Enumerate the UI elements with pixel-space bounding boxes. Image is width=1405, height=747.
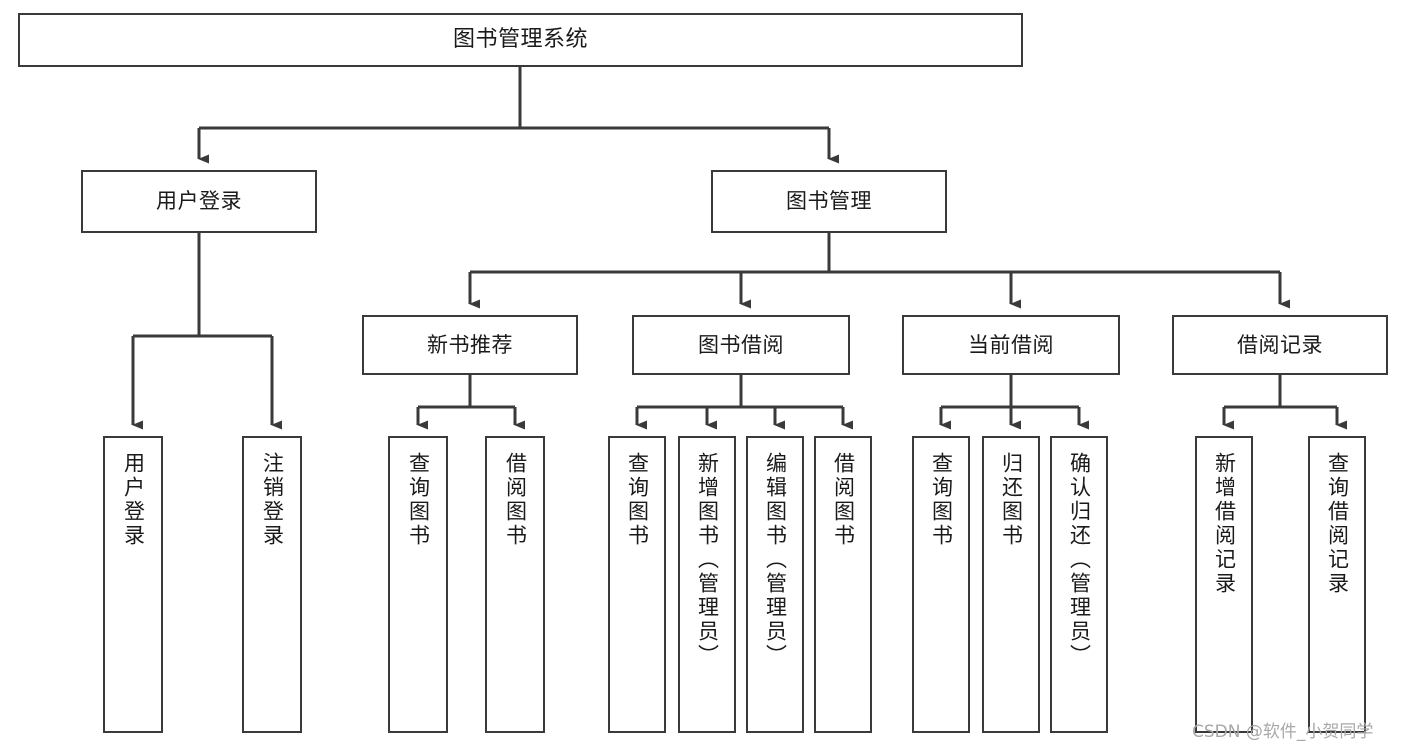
node-leaf-query-book-borrow[interactable]: 查询图书 bbox=[608, 436, 666, 733]
node-leaf-query-book-recommend-label: 查询图书 bbox=[406, 452, 431, 548]
node-borrow-record-label: 借阅记录 bbox=[1237, 332, 1323, 357]
node-book-management-label: 图书管理 bbox=[786, 189, 872, 214]
node-leaf-query-book-current[interactable]: 查询图书 bbox=[912, 436, 970, 733]
node-leaf-query-borrow-record-label: 查询借阅记录 bbox=[1325, 452, 1350, 596]
node-user-login[interactable]: 用户登录 bbox=[81, 170, 317, 233]
node-leaf-confirm-return-admin-label: 确认归还（管理员） bbox=[1067, 452, 1092, 668]
node-leaf-return-book-label: 归还图书 bbox=[999, 452, 1024, 548]
node-book-borrow[interactable]: 图书借阅 bbox=[632, 315, 850, 375]
node-leaf-borrow-book-label: 借阅图书 bbox=[831, 452, 856, 548]
node-root[interactable]: 图书管理系统 bbox=[18, 13, 1023, 67]
node-borrow-record[interactable]: 借阅记录 bbox=[1172, 315, 1388, 375]
node-leaf-user-login-label: 用户登录 bbox=[121, 452, 146, 548]
watermark-csdn: CSDN @软件_小贺同学 bbox=[1192, 722, 1374, 742]
node-current-borrow[interactable]: 当前借阅 bbox=[902, 315, 1120, 375]
node-leaf-add-borrow-record-label: 新增借阅记录 bbox=[1212, 452, 1237, 596]
node-leaf-query-book-recommend[interactable]: 查询图书 bbox=[388, 436, 448, 733]
node-leaf-user-login[interactable]: 用户登录 bbox=[103, 436, 163, 733]
node-leaf-query-book-current-label: 查询图书 bbox=[929, 452, 954, 548]
node-leaf-add-book-admin-label: 新增图书（管理员） bbox=[695, 452, 720, 668]
node-new-book-recommend-label: 新书推荐 bbox=[427, 332, 513, 357]
node-leaf-query-borrow-record[interactable]: 查询借阅记录 bbox=[1308, 436, 1366, 733]
node-book-borrow-label: 图书借阅 bbox=[698, 332, 784, 357]
node-leaf-confirm-return-admin[interactable]: 确认归还（管理员） bbox=[1050, 436, 1108, 733]
node-leaf-edit-book-admin-label: 编辑图书（管理员） bbox=[763, 452, 788, 668]
node-leaf-borrow-book-recommend-label: 借阅图书 bbox=[503, 452, 528, 548]
node-leaf-logout-login-label: 注销登录 bbox=[260, 452, 285, 548]
node-book-management[interactable]: 图书管理 bbox=[711, 170, 947, 233]
node-current-borrow-label: 当前借阅 bbox=[968, 332, 1054, 357]
node-root-label: 图书管理系统 bbox=[452, 27, 588, 53]
node-user-login-label: 用户登录 bbox=[156, 189, 242, 214]
node-leaf-borrow-book[interactable]: 借阅图书 bbox=[814, 436, 872, 733]
node-leaf-edit-book-admin[interactable]: 编辑图书（管理员） bbox=[746, 436, 804, 733]
node-leaf-add-book-admin[interactable]: 新增图书（管理员） bbox=[678, 436, 736, 733]
node-leaf-add-borrow-record[interactable]: 新增借阅记录 bbox=[1195, 436, 1253, 733]
node-leaf-borrow-book-recommend[interactable]: 借阅图书 bbox=[485, 436, 545, 733]
node-leaf-return-book[interactable]: 归还图书 bbox=[982, 436, 1040, 733]
node-leaf-logout-login[interactable]: 注销登录 bbox=[242, 436, 302, 733]
node-new-book-recommend[interactable]: 新书推荐 bbox=[362, 315, 578, 375]
node-leaf-query-book-borrow-label: 查询图书 bbox=[625, 452, 650, 548]
